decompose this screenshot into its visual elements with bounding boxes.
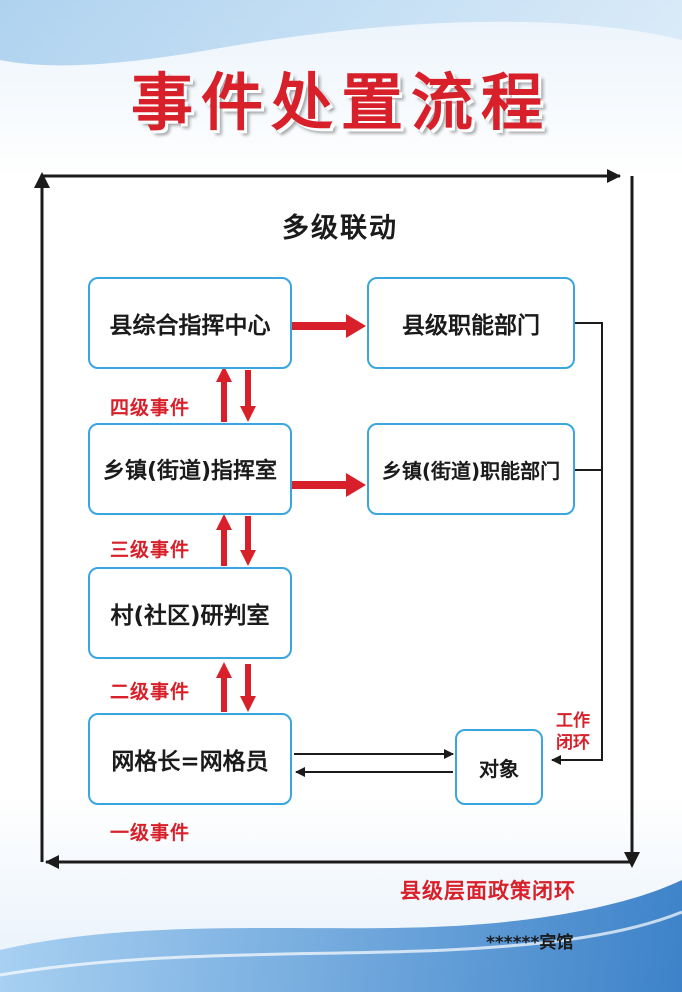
level-1-event-label: 一级事件 (110, 822, 191, 844)
county-command-center-node: 县综合指挥中心 (88, 277, 292, 369)
work-loop-label-line1: 工作 (556, 711, 590, 731)
town-command-room-node: 乡镇(街道)指挥室 (88, 423, 292, 515)
outer-loop-top-left-arrow (34, 172, 50, 188)
hotel-name: ******宾馆 (486, 933, 574, 953)
town-department-node: 乡镇(街道)职能部门 (367, 423, 575, 515)
work-loop-label-line2: 闭环 (556, 733, 590, 753)
bottom-wave-highlight (0, 910, 682, 977)
level-3-event-label: 三级事件 (110, 539, 191, 561)
policy-loop-label: 县级层面政策闭环 (400, 879, 576, 903)
red-arrow-town-to-dept (292, 473, 366, 497)
page-title: 事件处置流程 (130, 66, 551, 139)
level-4-event-label: 四级事件 (110, 397, 191, 419)
outer-loop-right-down-arrow (624, 852, 640, 868)
red-arrows-level2 (216, 662, 256, 712)
grid-manager-node: 网格长=网格员 (88, 713, 292, 805)
red-arrows-level3 (216, 514, 256, 566)
work-loop-label: 工作 闭环 (556, 710, 590, 754)
subtitle: 多级联动 (282, 213, 398, 244)
bottom-wave-decoration (0, 880, 682, 992)
dept-feedback-line (575, 322, 603, 471)
top-wave-decoration (0, 0, 682, 66)
red-arrows-level4 (216, 366, 256, 422)
village-analysis-room-node: 村(社区)研判室 (88, 567, 292, 659)
red-arrow-center-to-dept (292, 314, 366, 338)
county-department-node: 县级职能部门 (367, 277, 575, 369)
feedback-to-object-line (551, 470, 603, 765)
level-2-event-label: 二级事件 (110, 681, 191, 703)
object-node: 对象 (455, 729, 543, 805)
